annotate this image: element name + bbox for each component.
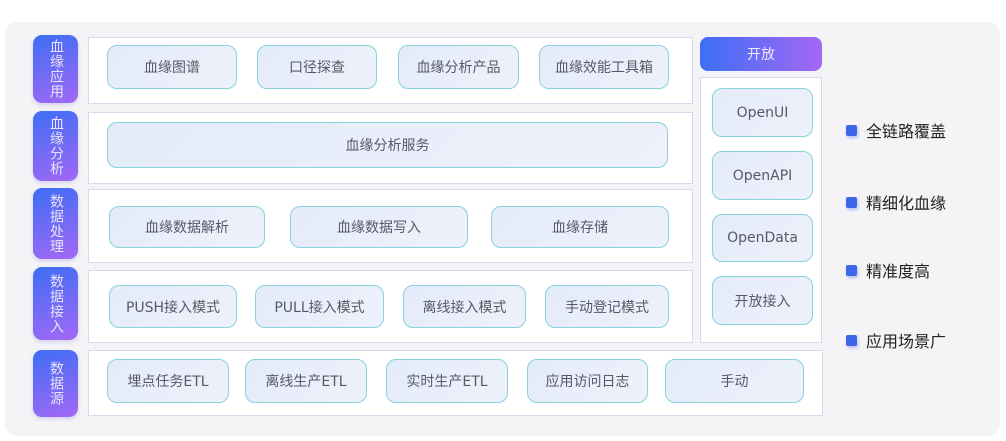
open-node: OpenUI xyxy=(712,88,813,137)
square-bullet-icon xyxy=(846,124,857,136)
square-bullet-icon xyxy=(846,264,857,276)
node: 血缘数据解析 xyxy=(109,206,265,248)
node: 离线生产ETL xyxy=(245,359,367,403)
node: 血缘存储 xyxy=(491,206,669,248)
feature-item: 应用场景广 xyxy=(846,328,946,352)
node: 血缘分析产品 xyxy=(398,45,519,89)
open-node: OpenAPI xyxy=(712,151,813,200)
layer-label-processing: 数据处理 xyxy=(33,188,78,259)
open-node: OpenData xyxy=(712,214,813,262)
feature-item: 精准度高 xyxy=(846,258,930,282)
node: PULL接入模式 xyxy=(255,285,384,328)
node: 血缘图谱 xyxy=(107,45,237,89)
layer-label-analysis: 血缘分析 xyxy=(33,111,78,181)
node: 血缘效能工具箱 xyxy=(539,45,669,89)
feature-item: 全链路覆盖 xyxy=(846,118,946,142)
feature-text: 全链路覆盖 xyxy=(866,122,947,141)
node: 离线接入模式 xyxy=(403,285,526,328)
feature-item: 精细化血缘 xyxy=(846,190,946,214)
node: 口径探查 xyxy=(257,45,377,89)
layer-label-app: 血缘应用 xyxy=(33,35,78,103)
node: 实时生产ETL xyxy=(386,359,508,403)
node: 血缘分析服务 xyxy=(107,122,668,168)
square-bullet-icon xyxy=(846,196,857,208)
node: PUSH接入模式 xyxy=(109,285,237,328)
node: 血缘数据写入 xyxy=(290,206,468,248)
feature-text: 应用场景广 xyxy=(866,332,947,351)
feature-text: 精准度高 xyxy=(866,262,931,281)
node: 手动 xyxy=(665,359,804,403)
node: 手动登记模式 xyxy=(545,285,669,328)
feature-text: 精细化血缘 xyxy=(866,194,947,213)
layer-label-ingest: 数据接入 xyxy=(33,267,78,340)
node: 埋点任务ETL xyxy=(107,359,229,403)
layer-label-source: 数据源 xyxy=(33,350,78,417)
open-header: 开放 xyxy=(700,37,822,71)
node: 应用访问日志 xyxy=(527,359,648,403)
open-node: 开放接入 xyxy=(712,276,813,325)
square-bullet-icon xyxy=(846,334,857,346)
